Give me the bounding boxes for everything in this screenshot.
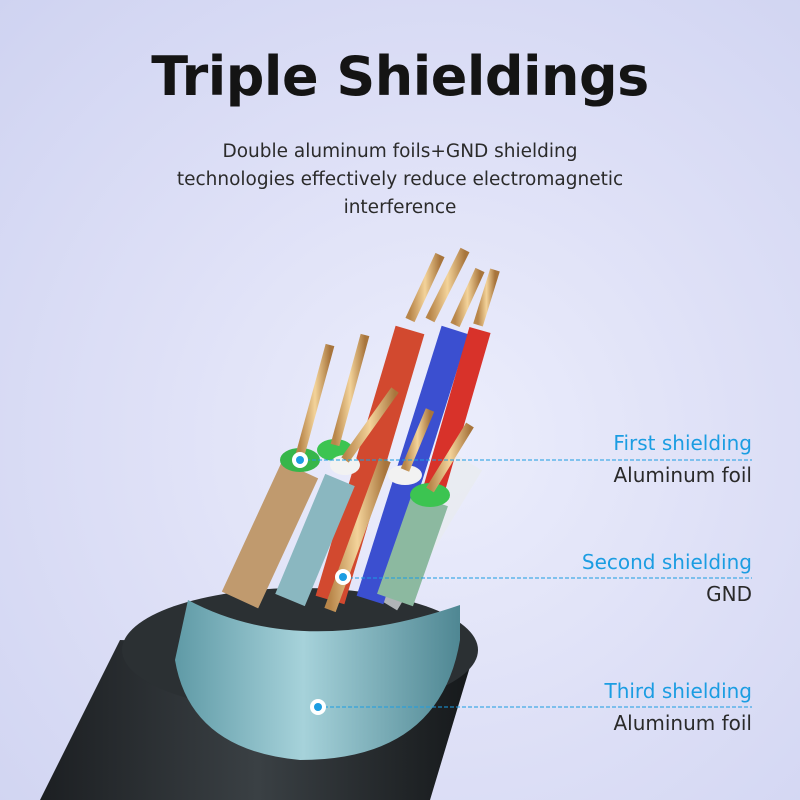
callout-heading: Third shielding [604,679,752,703]
callout-heading: Second shielding [581,550,752,574]
callout-first-shielding: First shielding Aluminum foil [613,430,752,488]
callout-detail: Aluminum foil [613,711,752,735]
callout-detail: Aluminum foil [613,463,752,487]
callout-third-shielding: Third shielding Aluminum foil [604,678,752,736]
subtitle-line: technologies effectively reduce electrom… [176,169,624,190]
callout-heading: First shielding [613,431,752,455]
callout-lines [292,452,752,715]
callout-second-shielding: Second shielding GND [582,549,752,607]
subtitle-line: interference [343,197,457,218]
subtitle-line: Double aluminum foils+GND shielding [222,141,578,162]
callout-detail: GND [706,582,752,606]
foil-shield [175,600,460,760]
inner-wires [221,247,500,613]
page-title: Triple Shieldings [151,45,649,108]
subtitle: Double aluminum foils+GND shielding tech… [0,138,800,222]
